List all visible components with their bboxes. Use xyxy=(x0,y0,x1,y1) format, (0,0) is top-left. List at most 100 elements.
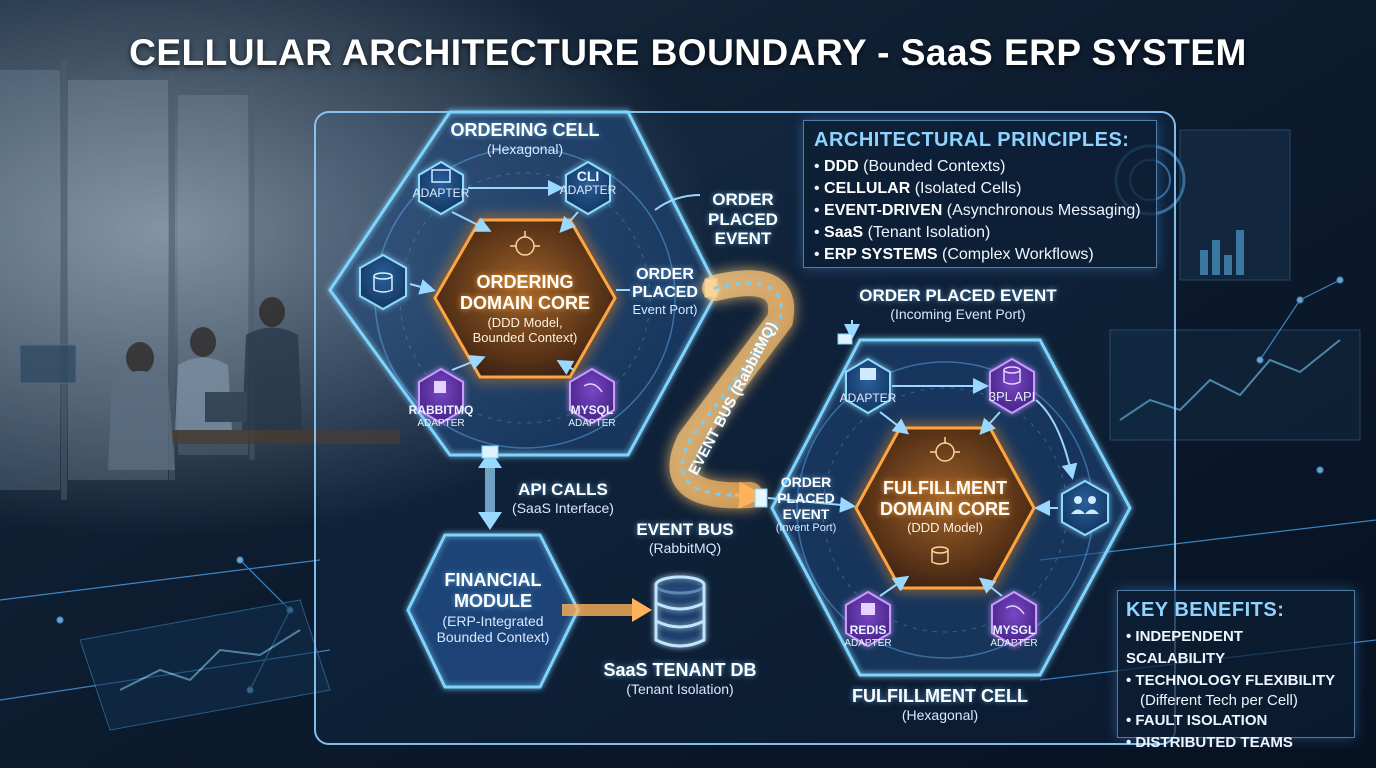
api-calls-title: API CALLS xyxy=(518,480,608,499)
api-arrow-up xyxy=(478,450,502,468)
cli-adapter-text: ADAPTER xyxy=(559,183,617,198)
principle-desc: (Complex Workflows) xyxy=(937,246,1094,263)
financial-module-hexagon[interactable] xyxy=(406,533,580,689)
ordering-api-port xyxy=(481,445,499,459)
financial-title-2: MODULE xyxy=(454,590,532,611)
ordering-adapter-label: ADAPTER xyxy=(412,186,470,200)
redis-adapter-hex[interactable] xyxy=(845,590,891,648)
fulfillment-port-title-1: ORDER xyxy=(780,474,832,490)
api-3pl-label: 3PL API xyxy=(988,389,1036,404)
cli-adapter-label: CLI ADAPTER xyxy=(552,168,624,198)
ordering-cell-subtitle: (Hexagonal) xyxy=(486,141,564,157)
benefit-text: FAULT ISOLATION xyxy=(1135,712,1268,729)
ordering-adapter-hex[interactable] xyxy=(418,160,464,216)
principle-desc: (Bounded Contexts) xyxy=(858,158,1006,175)
terminal-icon xyxy=(431,169,451,183)
fulfillment-connectors xyxy=(767,320,1078,597)
order-placed-event-line-2: PLACED xyxy=(708,209,778,229)
redis-icon xyxy=(861,603,875,615)
ordering-port-subtitle: Event Port) xyxy=(632,301,698,317)
fulfillment-core-label: FULFILLMENT DOMAIN CORE (DDD Model) xyxy=(870,478,1020,536)
fulfillment-port-title-3: EVENT xyxy=(782,506,830,523)
mysql-adapter-hex[interactable] xyxy=(569,367,615,425)
fulfillment-incoming-title: ORDER PLACED EVENT xyxy=(859,286,1057,305)
principle-name: CELLULAR xyxy=(824,180,911,197)
ordering-port-title-2: PLACED xyxy=(632,284,698,302)
mysql-adapter-label: MYSQL ADAPTER xyxy=(556,403,628,429)
api-3pl-hex[interactable] xyxy=(989,357,1035,415)
principle-name: SaaS xyxy=(824,224,864,241)
principle-desc: (Tenant Isolation) xyxy=(863,224,991,241)
ordering-port-label: ORDER PLACED Event Port) xyxy=(620,266,710,318)
fulfillment-core-title-1: FULFILLMENT xyxy=(883,478,1007,498)
rabbitmq-adapter-text: ADAPTER xyxy=(417,417,465,429)
redis-label: REDIS xyxy=(849,623,887,637)
ordering-core-title-1: ORDERING xyxy=(476,272,574,292)
financial-to-db-arrowhead xyxy=(632,598,652,622)
redis-adapter-text: ADAPTER xyxy=(844,637,892,649)
principle-name: EVENT-DRIVEN xyxy=(824,202,943,219)
mysql-dolphin-icon xyxy=(583,383,603,393)
mysgl-label: MYSGL xyxy=(992,623,1036,637)
principle-desc: (Isolated Cells) xyxy=(910,180,1022,197)
api-arrow-down xyxy=(478,512,502,530)
ordering-core-title-2: DOMAIN CORE xyxy=(460,292,590,313)
api-calls-label: API CALLS (SaaS Interface) xyxy=(498,480,628,516)
users-icon xyxy=(1071,496,1099,514)
fulfillment-adapter-hex[interactable] xyxy=(845,357,891,415)
page-title: CELLULAR ARCHITECTURE BOUNDARY - SaaS ER… xyxy=(129,32,1247,73)
mysgl-adapter-label: MYSGL ADAPTER xyxy=(978,623,1050,649)
3pl-database-icon xyxy=(1003,366,1021,385)
ordering-connectors xyxy=(409,180,701,375)
benefit-subtext: (Different Tech per Cell) xyxy=(1140,692,1298,709)
benefit-item: • INDEPENDENT SCALABILITY xyxy=(1126,628,1243,667)
fulfillment-cell-label: FULFILLMENT CELL (Hexagonal) xyxy=(840,686,1040,723)
benefit-text: TECHNOLOGY FLEXIBILITY xyxy=(1135,672,1336,689)
teams-adapter-hex[interactable] xyxy=(1061,479,1109,537)
fulfillment-event-port[interactable] xyxy=(754,488,768,508)
ordering-core-sub-1: (DDD Model, xyxy=(487,315,563,331)
event-bus-messages xyxy=(681,281,783,497)
benefit-item: • FAULT ISOLATION xyxy=(1126,712,1268,729)
ordering-db-adapter-hex[interactable] xyxy=(359,253,407,311)
rabbitmq-adapter-hex[interactable] xyxy=(418,367,464,425)
ordering-port-title-1: ORDER xyxy=(636,266,694,283)
redis-adapter-label: REDIS ADAPTER xyxy=(832,623,904,649)
principle-name: DDD xyxy=(824,158,859,175)
principles-list: • DDD (Bounded Contexts) • CELLULAR (Iso… xyxy=(814,156,1146,266)
fulfillment-cell-title: FULFILLMENT CELL xyxy=(852,686,1028,706)
tenant-db-subtitle: (Tenant Isolation) xyxy=(626,680,734,697)
fulfillment-incoming-port[interactable] xyxy=(837,333,853,345)
api-calls-subtitle: (SaaS Interface) xyxy=(512,499,614,516)
mysgl-adapter-text: ADAPTER xyxy=(990,637,1038,649)
ordering-core-label: ORDERING DOMAIN CORE (DDD Model, Bounded… xyxy=(445,272,605,346)
mysql-label: MYSQL xyxy=(570,403,614,417)
rabbitmq-adapter-label: RABBITMQ ADAPTER xyxy=(405,403,477,429)
core-database-icon xyxy=(931,546,949,565)
principle-item: • EVENT-DRIVEN (Asynchronous Messaging) xyxy=(814,202,1141,219)
benefits-list: • INDEPENDENT SCALABILITY • TECHNOLOGY F… xyxy=(1126,626,1346,754)
benefit-item: • TECHNOLOGY FLEXIBILITY(Different Tech … xyxy=(1126,670,1346,710)
cli-adapter-hex[interactable] xyxy=(565,160,611,216)
cli-label: CLI xyxy=(576,168,600,184)
tenant-db-label: SaaS TENANT DB (Tenant Isolation) xyxy=(590,660,770,697)
benefit-item: • DISTRIBUTED TEAMS xyxy=(1126,734,1293,751)
financial-title-1: FINANCIAL xyxy=(444,570,542,590)
key-benefits-panel: KEY BENEFITS: • INDEPENDENT SCALABILITY … xyxy=(1117,590,1355,751)
fulfillment-port-label: ORDER PLACED EVENT (Invent Port) xyxy=(770,474,842,535)
financial-sub-1: (ERP-Integrated xyxy=(442,613,544,630)
principle-item: • DDD (Bounded Contexts) xyxy=(814,158,1006,175)
financial-sub-2: Bounded Context) xyxy=(436,629,550,646)
principles-panel: ARCHITECTURAL PRINCIPLES: • DDD (Bounded… xyxy=(803,120,1157,268)
fulfillment-incoming-subtitle: (Incoming Event Port) xyxy=(890,305,1026,322)
tenant-db-icon xyxy=(654,575,706,648)
mysgl-adapter-hex[interactable] xyxy=(991,590,1037,648)
order-placed-event-line-3: EVENT xyxy=(714,229,772,249)
event-bus-subtitle: (RabbitMQ) xyxy=(648,539,722,556)
order-placed-event-label: ORDER PLACED EVENT xyxy=(698,190,788,249)
brain-icon xyxy=(510,231,540,256)
fulfillment-port-subtitle: (Invent Port) xyxy=(775,522,837,535)
order-placed-event-line-1: ORDER xyxy=(712,190,774,209)
floor-chart xyxy=(79,599,331,731)
rabbitmq-icon xyxy=(434,381,446,393)
